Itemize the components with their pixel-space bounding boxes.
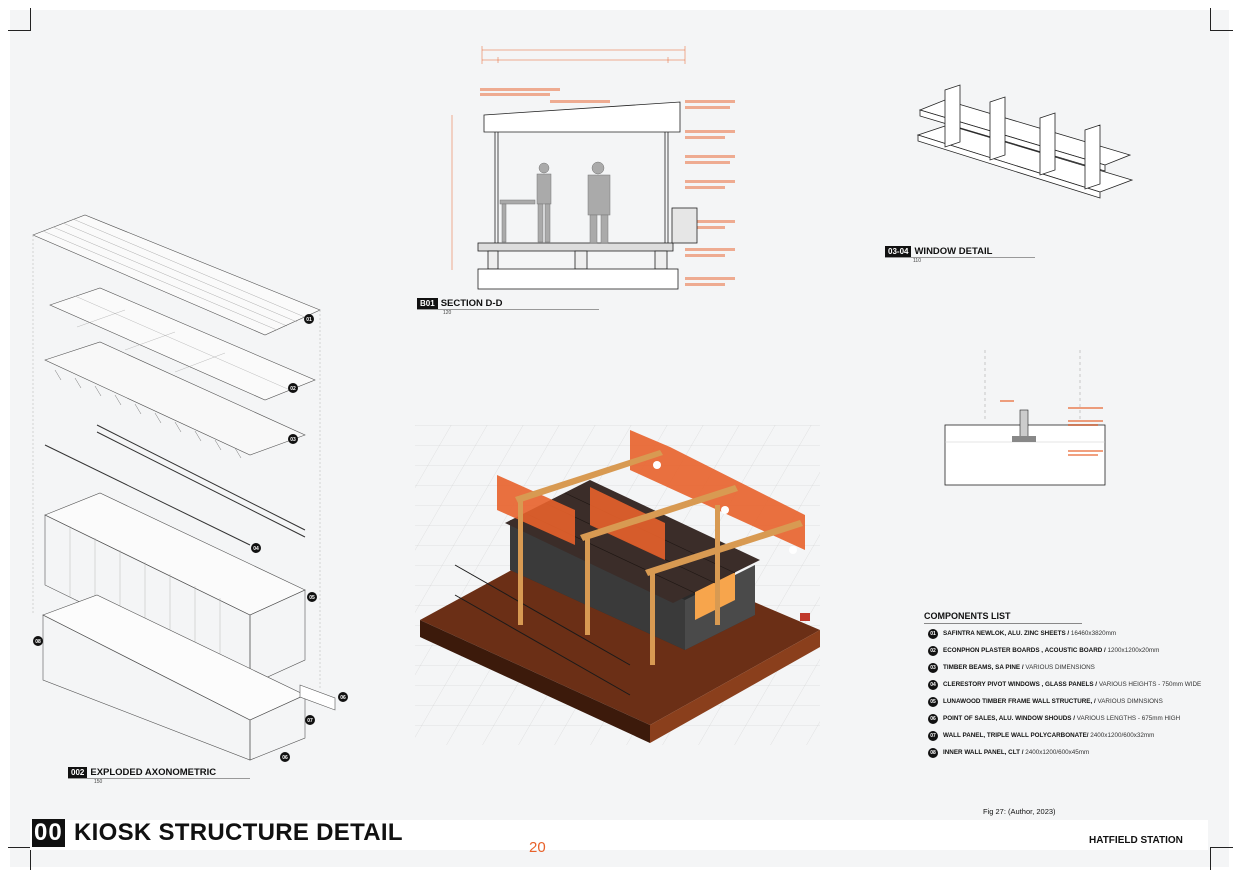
- svg-text:06: 06: [340, 695, 346, 701]
- component-name: CLERESTORY PIVOT WINDOWS , GLASS PANELS …: [943, 681, 1098, 688]
- callout-03: 03: [288, 434, 298, 444]
- component-item: 04 CLERESTORY PIVOT WINDOWS , GLASS PANE…: [928, 680, 1218, 690]
- component-detail: 1200x1200x20mm: [1107, 647, 1160, 654]
- component-name: LUNAWOOD TIMBER FRAME WALL STRUCTURE, /: [943, 698, 1096, 705]
- component-detail: VARIOUS HEIGHTS - 750mm WIDE: [1098, 681, 1202, 688]
- crop-mark-top-left: [8, 8, 31, 31]
- window-caption: 03-04 WINDOW DETAIL: [885, 246, 992, 257]
- component-item: 01 SAFINTRA NEWLOK, ALU. ZINC SHEETS / 1…: [928, 629, 1218, 639]
- component-item: 02 ECONPHON PLASTER BOARDS , ACOUSTIC BO…: [928, 646, 1218, 656]
- svg-text:04: 04: [253, 546, 259, 552]
- window-caption-rule: [885, 257, 1035, 258]
- exploded-caption-rule: [68, 778, 250, 779]
- callout-05: 05: [307, 592, 317, 602]
- exploded-caption: 002 EXPLODED AXONOMETRIC: [68, 767, 216, 778]
- project-name: HATFIELD STATION: [1089, 835, 1183, 846]
- window-detail-drawing: [916, 84, 1134, 199]
- components-title-rule: [924, 623, 1082, 624]
- exploded-code: 002: [68, 767, 88, 778]
- component-item: 05 LUNAWOOD TIMBER FRAME WALL STRUCTURE,…: [928, 697, 1218, 707]
- figure-caption: Fig 27: (Author, 2023): [983, 807, 1056, 816]
- window-name: WINDOW DETAIL: [914, 246, 993, 257]
- component-name: INNER WALL PANEL, CLT /: [943, 749, 1024, 756]
- component-detail: 2400x1200/600x32mm: [1090, 732, 1155, 739]
- exploded-callouts: 01 02 03 04 05 08 06 07 06: [33, 314, 348, 762]
- callout-08: 08: [33, 636, 43, 646]
- callout-02: 02: [288, 383, 298, 393]
- svg-text:07: 07: [307, 718, 313, 724]
- component-detail: VARIOUS LENGTHS - 675mm HIGH: [1076, 715, 1181, 722]
- window-section-detail: [944, 350, 1106, 486]
- callout-06: 06: [338, 692, 348, 702]
- crop-mark-bottom-left: [8, 847, 31, 870]
- kiosk-isometric-render: [415, 425, 820, 745]
- component-number: 01: [928, 629, 938, 639]
- components-title: COMPONENTS LIST: [924, 611, 1011, 621]
- exploded-name: EXPLODED AXONOMETRIC: [90, 767, 217, 778]
- svg-text:01: 01: [306, 317, 312, 323]
- component-item: 06 POINT OF SALES, ALU. WINDOW SHOUDS / …: [928, 714, 1218, 724]
- section-caption: B01 SECTION D-D: [417, 298, 502, 309]
- component-number: 06: [928, 714, 938, 724]
- crop-mark-bottom-right: [1210, 847, 1233, 870]
- section-code: B01: [417, 298, 438, 309]
- component-item: 03 TIMBER BEAMS, SA PINE / VARIOUS DIMEN…: [928, 663, 1218, 673]
- svg-text:02: 02: [290, 386, 296, 392]
- section-caption-rule: [417, 309, 599, 310]
- title-block: [30, 820, 1208, 850]
- component-detail: VARIOUS DIMNSIONS: [1097, 698, 1163, 705]
- svg-text:08: 08: [35, 639, 41, 645]
- sheet-number: 00: [32, 819, 65, 847]
- exploded-scale: 150: [94, 779, 103, 785]
- callout-07: 07: [305, 715, 315, 725]
- component-name: SAFINTRA NEWLOK, ALU. ZINC SHEETS /: [943, 630, 1070, 637]
- exploded-axonometric-drawing: [32, 214, 336, 761]
- svg-text:03: 03: [290, 437, 296, 443]
- component-number: 02: [928, 646, 938, 656]
- section-scale: 120: [443, 310, 452, 316]
- window-scale: 110: [913, 258, 921, 264]
- component-name: TIMBER BEAMS, SA PINE /: [943, 664, 1024, 671]
- component-name: POINT OF SALES, ALU. WINDOW SHOUDS /: [943, 715, 1076, 722]
- svg-text:05: 05: [309, 595, 315, 601]
- sheet-title: KIOSK STRUCTURE DETAIL: [74, 819, 403, 846]
- callout-04: 04: [251, 543, 261, 553]
- component-item: 07 WALL PANEL, TRIPLE WALL POLYCARBONATE…: [928, 731, 1218, 741]
- component-number: 07: [928, 731, 938, 741]
- svg-text:06: 06: [282, 755, 288, 761]
- component-item: 08 INNER WALL PANEL, CLT / 2400x1200/600…: [928, 748, 1218, 758]
- component-detail: 16460x3820mm: [1070, 630, 1117, 637]
- callout-01: 01: [304, 314, 314, 324]
- crop-mark-top-right: [1210, 8, 1233, 31]
- component-detail: 2400x1200/600x45mm: [1025, 749, 1090, 756]
- component-number: 03: [928, 663, 938, 673]
- component-number: 04: [928, 680, 938, 690]
- component-name: WALL PANEL, TRIPLE WALL POLYCARBONATE/: [943, 732, 1089, 739]
- component-number: 05: [928, 697, 938, 707]
- components-list: 01 SAFINTRA NEWLOK, ALU. ZINC SHEETS / 1…: [928, 629, 1218, 766]
- callout-06b: 06: [280, 752, 290, 762]
- section-d-d-drawing: [451, 46, 735, 290]
- component-detail: VARIOUS DIMENSIONS: [1025, 664, 1095, 671]
- component-name: ECONPHON PLASTER BOARDS , ACOUSTIC BOARD…: [943, 647, 1106, 654]
- section-name: SECTION D-D: [440, 298, 503, 309]
- window-code: 03-04: [885, 246, 912, 257]
- page-number: 20: [529, 839, 546, 856]
- component-number: 08: [928, 748, 938, 758]
